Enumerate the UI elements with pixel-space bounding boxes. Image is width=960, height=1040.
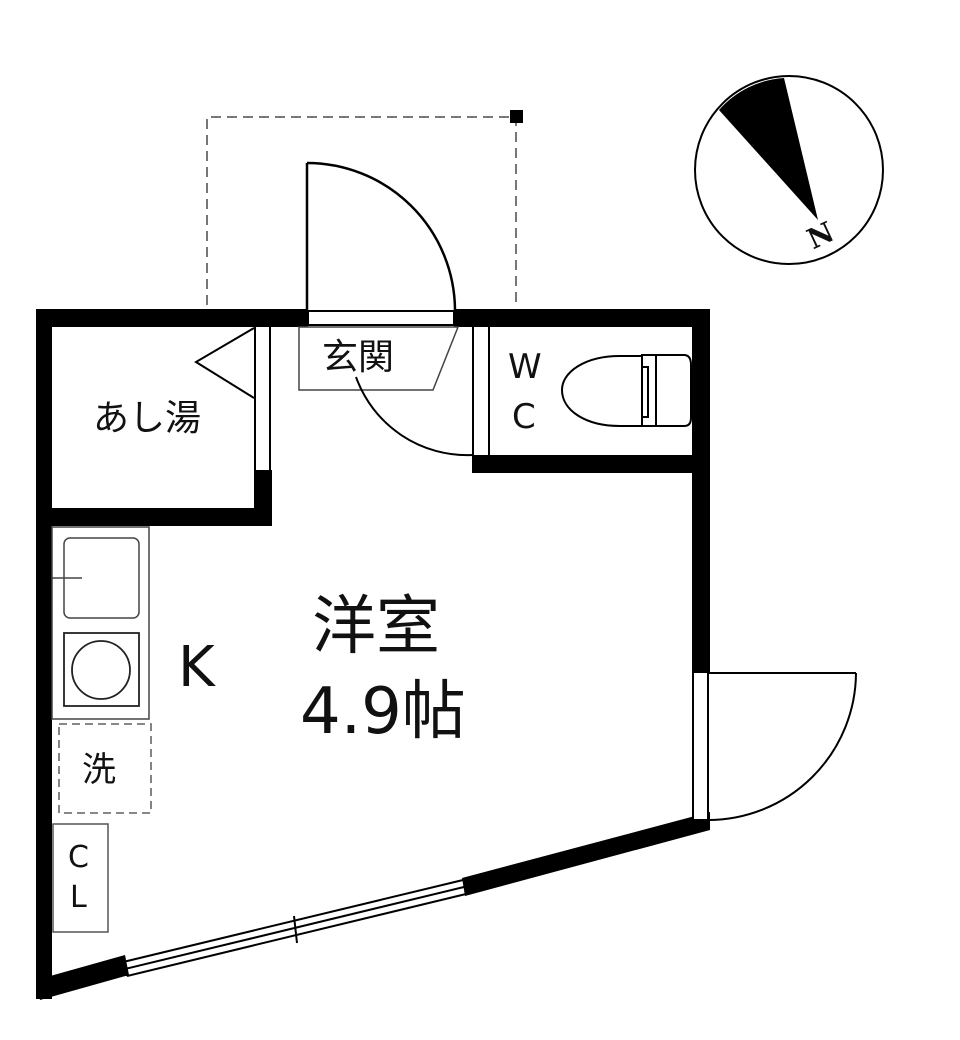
washer-space	[58, 723, 152, 814]
kitchen-counter	[51, 526, 150, 720]
western-room-label: 洋室	[312, 590, 440, 664]
closet-label-c: C	[68, 840, 89, 875]
compass-icon	[694, 75, 884, 265]
foot-bath-label: あし湯	[93, 398, 202, 439]
window-bottom[interactable]	[122, 879, 467, 977]
stove-icon	[63, 632, 140, 707]
foot-bath-door[interactable]	[194, 327, 255, 399]
porch-boundary	[206, 116, 517, 305]
kitchen-label: K	[178, 635, 215, 700]
closet[interactable]	[52, 823, 109, 933]
genkan-step	[298, 326, 460, 391]
wc-partition	[472, 327, 490, 456]
wc-label-c: C	[512, 397, 536, 437]
entrance-door[interactable]	[305, 161, 457, 311]
sink-icon	[52, 537, 140, 619]
wc-label-w: W	[508, 347, 542, 387]
entrance-threshold	[307, 310, 455, 326]
genkan-door-swing	[355, 376, 473, 457]
foot-bath-partition	[254, 327, 271, 470]
washer-label: 洗	[82, 750, 116, 790]
corner-post	[510, 110, 523, 123]
entrance-label: 玄関	[322, 337, 395, 378]
western-room-size: 4.9帖	[300, 675, 466, 749]
closet-label-l: L	[70, 880, 87, 915]
toilet-icon	[560, 354, 692, 427]
walls	[36, 309, 710, 1000]
balcony-door[interactable]	[692, 671, 857, 821]
